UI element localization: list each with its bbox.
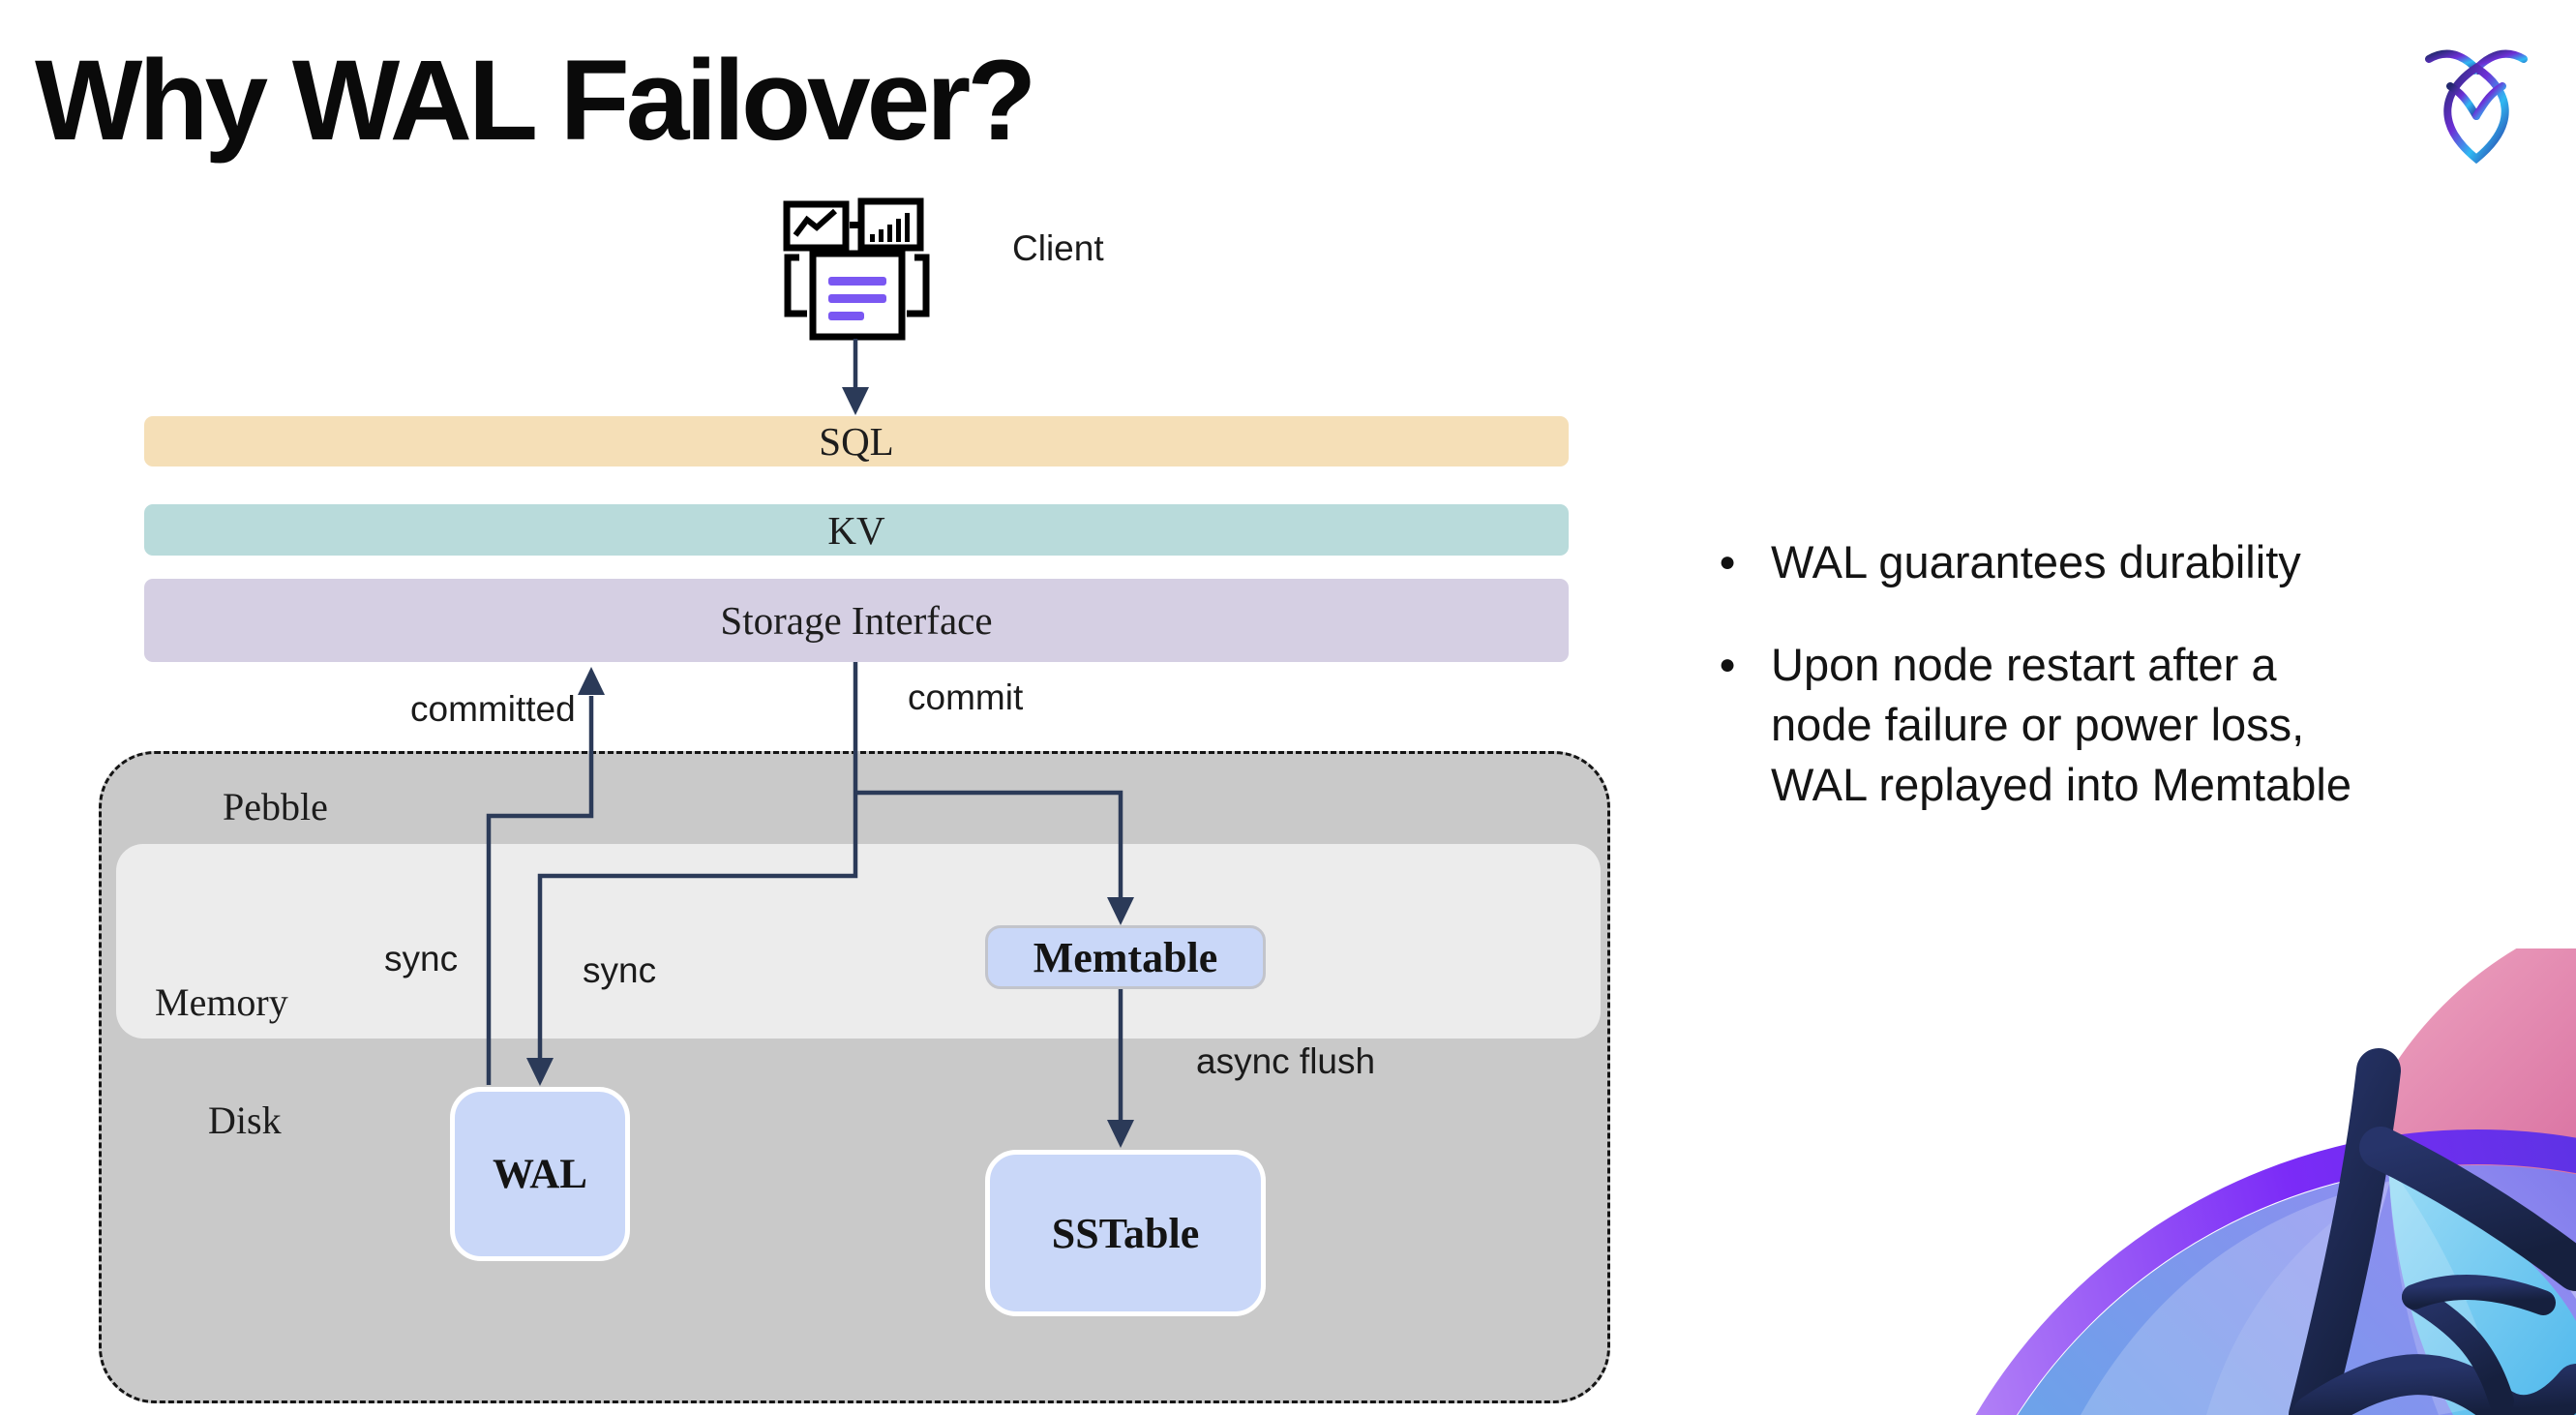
- edge-label-commit: commit: [908, 677, 1024, 717]
- layer-sql-label: SQL: [819, 419, 894, 464]
- node-memtable: Memtable: [985, 925, 1266, 989]
- bullet-dot-icon: ●: [1719, 546, 1737, 578]
- pebble-label: Pebble: [223, 785, 328, 828]
- layer-storage-interface-label: Storage Interface: [720, 598, 993, 643]
- bullet-text: Upon node restart after a node failure o…: [1771, 639, 2351, 810]
- memory-label: Memory: [155, 980, 288, 1024]
- node-wal: WAL: [450, 1087, 630, 1261]
- list-item: ● Upon node restart after a node failure…: [1711, 635, 2576, 815]
- cockroachdb-logo-icon: [2417, 39, 2535, 165]
- edge-label-committed: committed: [410, 689, 576, 729]
- layer-sql: SQL: [144, 416, 1569, 467]
- list-item: ● WAL guarantees durability: [1711, 532, 2576, 592]
- disk-label: Disk: [208, 1099, 282, 1142]
- memory-band: [116, 844, 1601, 1039]
- layer-kv-label: KV: [827, 507, 885, 553]
- bullet-dot-icon: ●: [1719, 648, 1737, 680]
- bullet-text: WAL guarantees durability: [1771, 536, 2301, 587]
- edge-label-async-flush: async flush: [1196, 1041, 1376, 1081]
- layer-storage-interface: Storage Interface: [144, 579, 1569, 662]
- page-title: Why WAL Failover?: [35, 37, 1036, 165]
- edge-label-sync-up: sync: [384, 939, 459, 978]
- node-memtable-label: Memtable: [1033, 933, 1218, 981]
- node-sstable: SSTable: [985, 1150, 1266, 1316]
- corner-brand-art: [1974, 948, 2576, 1415]
- node-wal-label: WAL: [493, 1151, 587, 1197]
- client-label: Client: [1012, 228, 1104, 268]
- bullet-list: ● WAL guarantees durability ● Upon node …: [1711, 532, 2576, 815]
- layer-kv: KV: [144, 504, 1569, 556]
- client-icon: [774, 190, 939, 343]
- node-sstable-label: SSTable: [1051, 1209, 1200, 1257]
- edge-label-sync-down: sync: [583, 950, 657, 990]
